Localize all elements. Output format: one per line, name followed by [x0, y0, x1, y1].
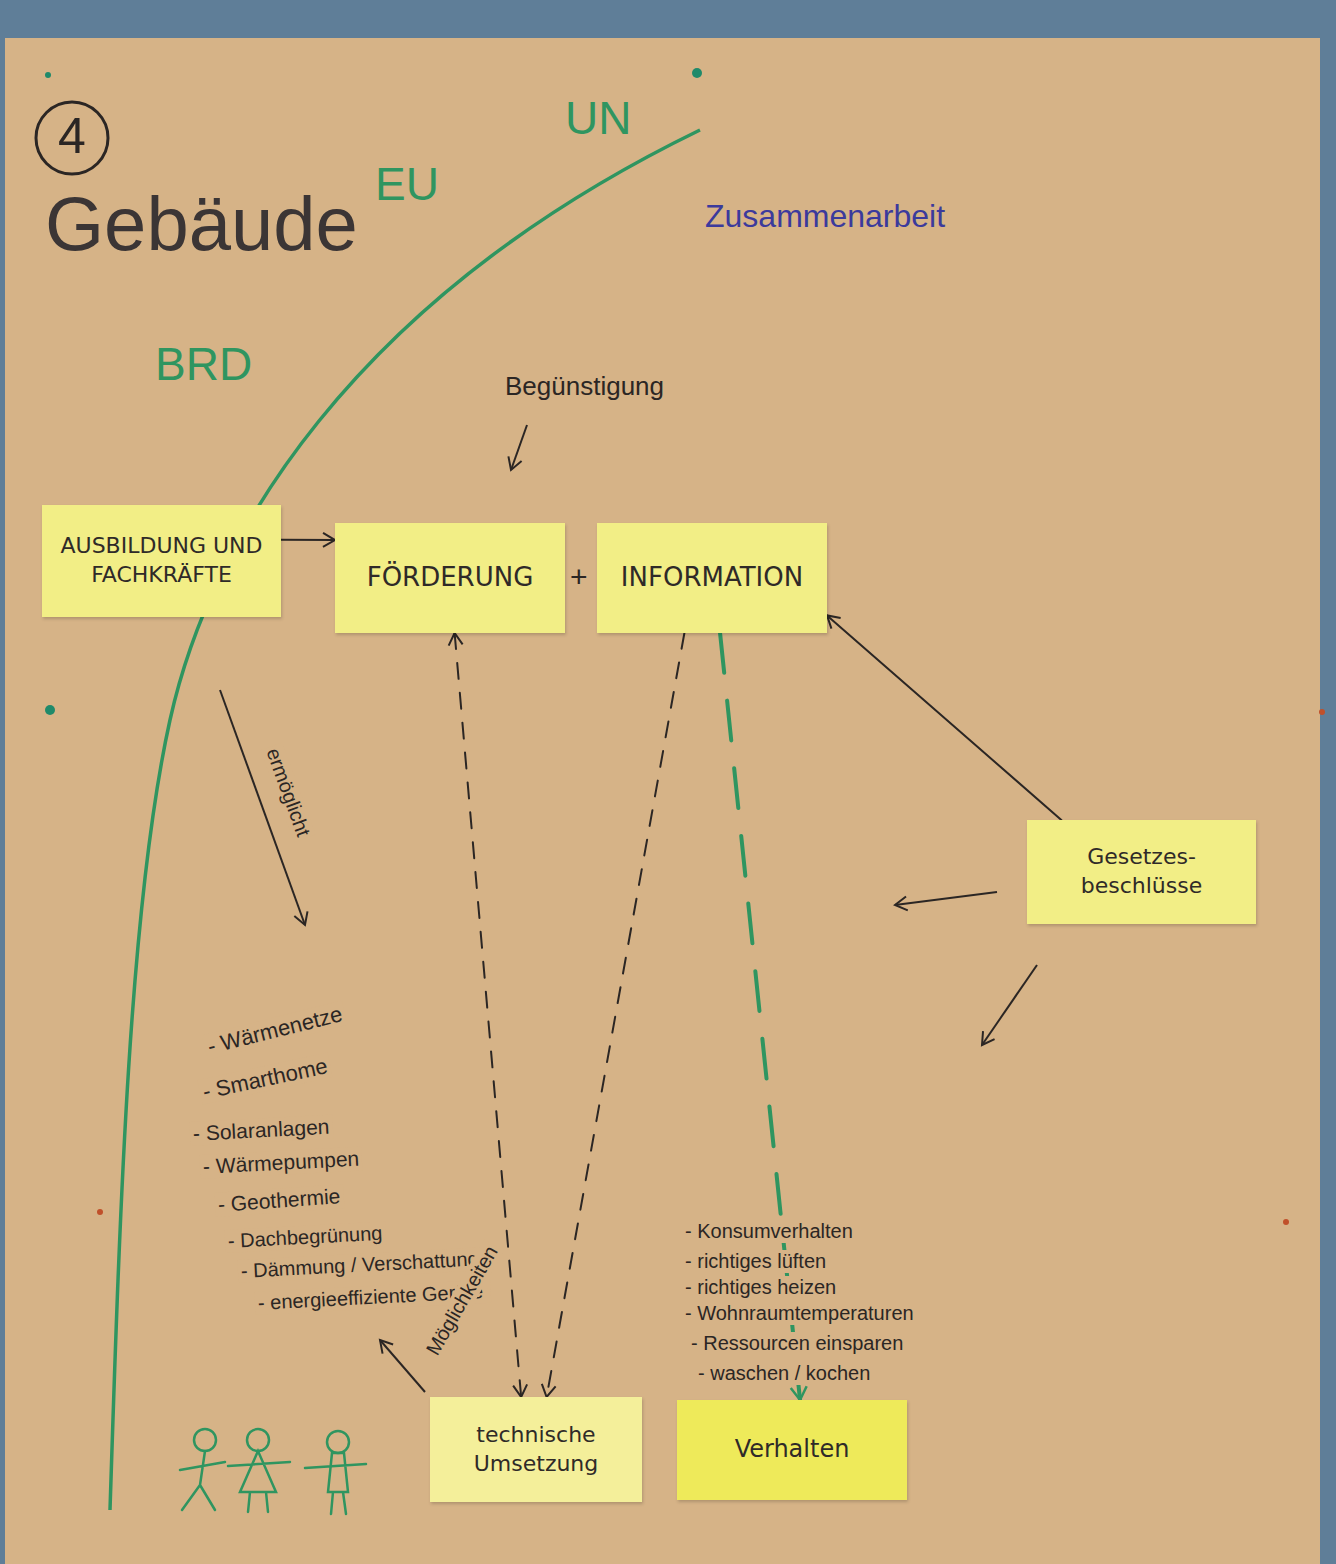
connector [547, 633, 685, 1397]
callout-number: 4 [58, 108, 86, 166]
pin [692, 68, 702, 78]
sticky-note: AUSBILDUNG UND FACHKRÄFTE [42, 505, 281, 617]
pin [45, 705, 55, 715]
connector [827, 615, 1061, 820]
list-item: - Ressourcen einsparen [688, 1332, 906, 1355]
note-text: Gesetzes- beschlüsse [1039, 843, 1244, 900]
list-item: - Solaranlagen [189, 1115, 333, 1147]
law-arrow [895, 892, 997, 905]
sticky-note: technische Umsetzung [430, 1397, 642, 1502]
paper-ground [5, 38, 1320, 1564]
list-item: - Dämmung / Verschattung [237, 1247, 482, 1283]
pin [97, 1209, 103, 1215]
list-item: - richtiges heizen [682, 1276, 839, 1299]
note-text: Verhalten [735, 1434, 850, 1465]
list-item: - Geothermie [214, 1184, 344, 1217]
list-item: - waschen / kochen [695, 1362, 873, 1385]
pin [1319, 709, 1325, 715]
pin [45, 72, 51, 78]
sticky-note: Verhalten [677, 1400, 907, 1500]
sticky-note: INFORMATION [597, 523, 827, 633]
note: Zusammenarbeit [705, 198, 945, 235]
list-item: - Wohnraumtemperaturen [682, 1302, 917, 1325]
law-arrow [982, 965, 1037, 1045]
level-curve [110, 130, 700, 1510]
list-item: - richtiges lüften [682, 1250, 829, 1273]
note-text: INFORMATION [621, 561, 803, 595]
arrow-label: ermöglicht [261, 742, 316, 842]
list-item: - Wärmenetze [202, 1001, 348, 1060]
list-item: - Dachbegrünung [224, 1222, 386, 1253]
note-text: technische Umsetzung [442, 1421, 630, 1478]
sticky-note: FÖRDERUNG [335, 523, 565, 633]
options-arrow [380, 1340, 425, 1392]
region-label: EU [375, 158, 439, 211]
list-item: - Konsumverhalten [682, 1220, 856, 1243]
list-item: - Smarthome [197, 1053, 333, 1105]
note: Begünstigung [505, 372, 664, 402]
plus-sign: + [570, 560, 588, 595]
stick-figures [180, 1429, 366, 1514]
pin [1283, 1219, 1289, 1225]
list-item: - Wärmepumpen [199, 1147, 362, 1180]
note-text: AUSBILDUNG UND FACHKRÄFTE [54, 532, 269, 589]
title: Gebäude [45, 180, 358, 267]
note-text: FÖRDERUNG [367, 561, 534, 595]
number-circle [36, 102, 108, 174]
region-label: UN [565, 92, 631, 145]
connector [281, 539, 335, 541]
sticky-note: Gesetzes- beschlüsse [1027, 820, 1256, 924]
region-label: BRD [155, 338, 252, 391]
benefit-arrow [511, 425, 527, 470]
